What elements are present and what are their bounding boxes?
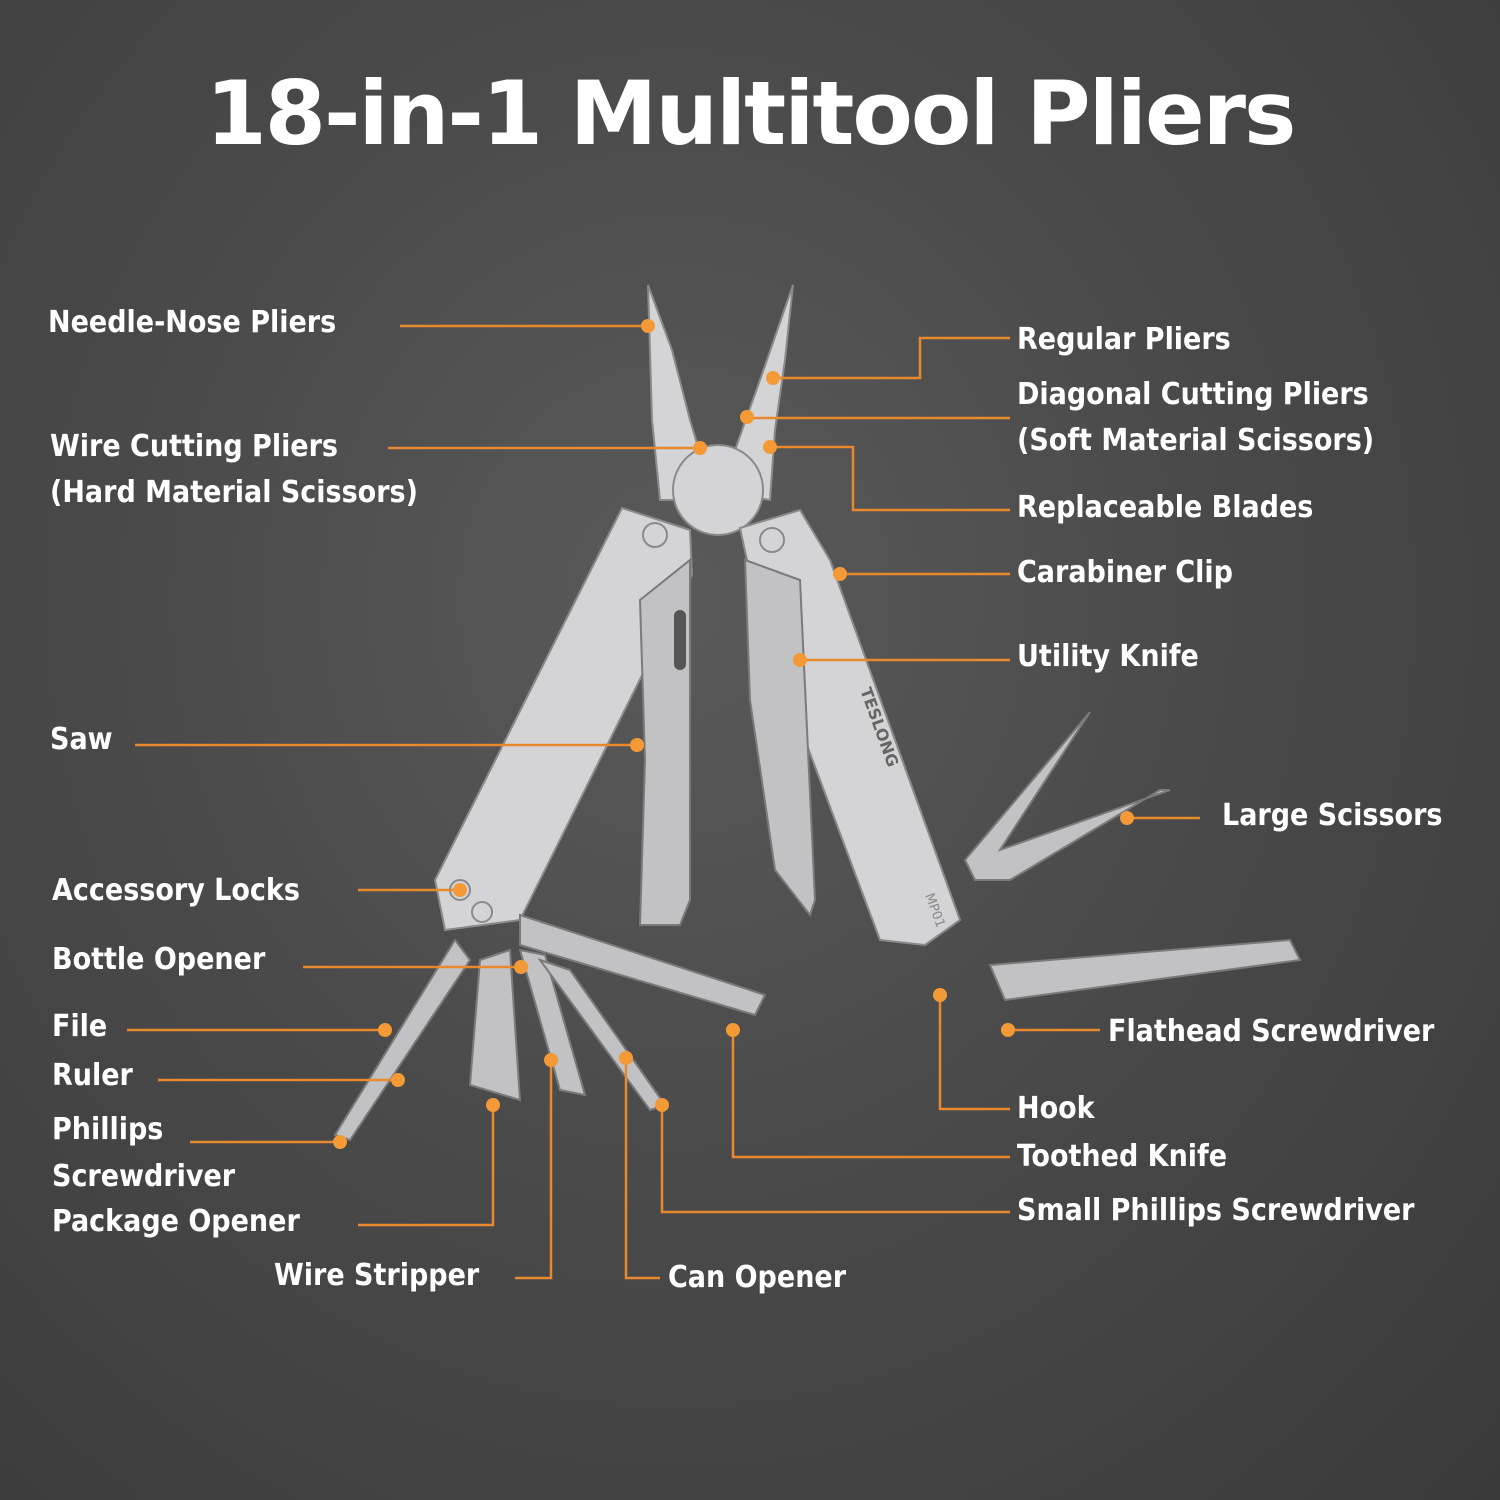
dot-can-opener xyxy=(619,1051,633,1065)
leader-lines xyxy=(127,324,1200,1280)
label-needle-nose: Needle-Nose Pliers xyxy=(48,305,337,340)
dot-toothed-knife xyxy=(726,1023,740,1037)
label-wire-stripper: Wire Stripper xyxy=(274,1258,480,1293)
dot-large-scissors xyxy=(1120,811,1134,825)
dot-replaceable-blades xyxy=(763,440,777,454)
label-diagonal: Diagonal Cutting Pliers xyxy=(1017,377,1369,412)
leader-hook xyxy=(938,995,1010,1111)
label-saw: Saw xyxy=(50,722,113,757)
label-regular-pliers: Regular Pliers xyxy=(1017,322,1231,357)
dot-wire-stripper xyxy=(544,1053,558,1067)
label-flathead: Flathead Screwdriver xyxy=(1108,1014,1435,1049)
leader-can-opener xyxy=(624,1058,660,1280)
label-large-scissors: Large Scissors xyxy=(1222,798,1443,833)
label-file: File xyxy=(52,1009,108,1044)
ruler-file xyxy=(333,938,472,1142)
dot-saw xyxy=(630,738,644,752)
label-diagonal-sub: (Soft Material Scissors) xyxy=(1017,423,1375,458)
leader-package-opener xyxy=(358,1105,495,1227)
leader-toothed-knife xyxy=(731,1030,1010,1159)
dot-needle-nose xyxy=(641,319,655,333)
leader-regular-pliers xyxy=(773,336,1010,380)
label-phillips: Phillips xyxy=(52,1112,164,1147)
dot-flathead xyxy=(1001,1023,1015,1037)
label-bottle-opener: Bottle Opener xyxy=(52,942,266,977)
leader-small-phillips xyxy=(660,1105,1010,1214)
rivet xyxy=(759,527,785,553)
package-opener xyxy=(468,948,522,1102)
dot-phillips xyxy=(333,1135,347,1149)
dot-regular-pliers xyxy=(766,371,780,385)
leader-replaceable-blades xyxy=(770,445,1010,512)
large-scissors xyxy=(963,711,1171,881)
dot-wire-cutting xyxy=(693,441,707,455)
callout-dots xyxy=(333,319,1134,1149)
label-phillips-sub: Screwdriver xyxy=(52,1159,236,1194)
wire-stripper xyxy=(518,948,587,1097)
dot-hook xyxy=(933,988,947,1002)
dot-package-opener xyxy=(486,1098,500,1112)
toothed-knife xyxy=(519,913,767,1017)
utility-knife-blade xyxy=(743,558,817,918)
dot-diagonal xyxy=(740,410,754,424)
label-small-phillips: Small Phillips Screwdriver xyxy=(1017,1193,1415,1228)
label-toothed-knife: Toothed Knife xyxy=(1017,1139,1228,1174)
dot-accessory-locks xyxy=(453,883,467,897)
flathead-screwdriver-arm xyxy=(988,938,1302,1002)
label-can-opener: Can Opener xyxy=(668,1260,847,1295)
pivot xyxy=(672,444,764,536)
label-package-opener: Package Opener xyxy=(52,1204,300,1239)
rivet xyxy=(471,901,493,923)
handle-slot xyxy=(674,610,686,670)
label-carabiner: Carabiner Clip xyxy=(1017,555,1233,590)
dot-file xyxy=(378,1023,392,1037)
leader-wire-stripper xyxy=(515,1060,553,1280)
rivet xyxy=(642,522,668,548)
dot-utility-knife xyxy=(793,653,807,667)
dot-ruler xyxy=(391,1073,405,1087)
label-replaceable-blades: Replaceable Blades xyxy=(1017,490,1314,525)
label-hook: Hook xyxy=(1017,1091,1095,1126)
dot-bottle-opener xyxy=(514,960,528,974)
label-ruler: Ruler xyxy=(52,1058,133,1093)
page-title: 18-in-1 Multitool Pliers xyxy=(205,62,1297,165)
label-accessory-locks: Accessory Locks xyxy=(52,873,300,908)
label-wire-cutting-sub: (Hard Material Scissors) xyxy=(50,475,418,510)
label-wire-cutting: Wire Cutting Pliers xyxy=(50,429,339,464)
label-utility-knife: Utility Knife xyxy=(1017,639,1199,674)
dot-small-phillips xyxy=(655,1098,669,1112)
dot-carabiner xyxy=(833,567,847,581)
